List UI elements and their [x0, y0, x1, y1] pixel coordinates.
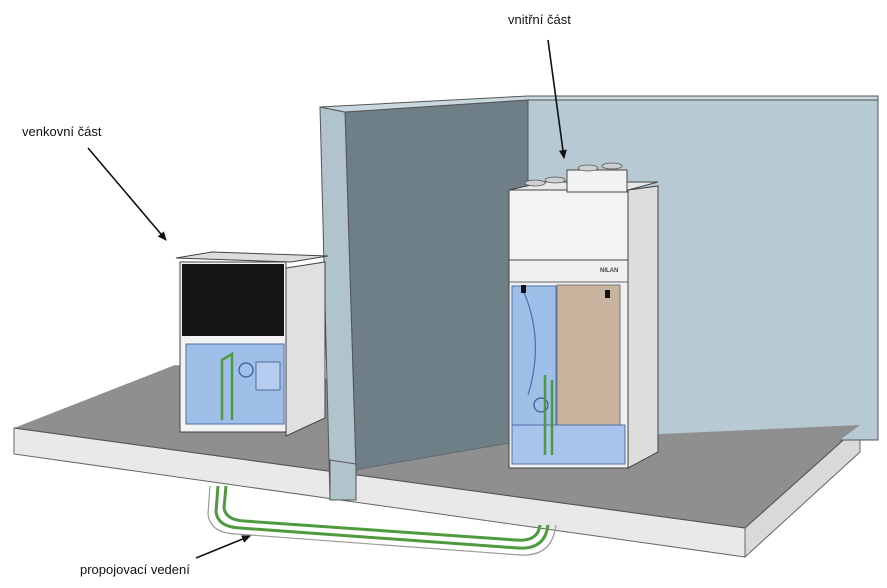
wall-top — [319, 95, 879, 113]
indoor-unit-top-box — [566, 169, 628, 193]
inner-left-wall — [344, 99, 529, 471]
outdoor-unit-grille — [182, 264, 284, 336]
duct-port-icon — [577, 164, 599, 172]
arrow-pipes — [195, 535, 251, 559]
label-pipes: propojovací vedení — [80, 562, 190, 577]
duct-port-icon — [601, 162, 623, 170]
indoor-pipe — [543, 375, 554, 455]
callout-pipes: propojovací vedení — [80, 535, 251, 577]
indoor-unit-upper — [508, 189, 629, 261]
fan-icon — [533, 397, 549, 413]
outdoor-pipe — [220, 351, 234, 420]
label-indoor: vnitřní část — [508, 12, 571, 27]
callout-indoor: vnitřní část — [508, 12, 571, 159]
brand-label: NILAN — [600, 268, 618, 274]
arrow-indoor — [547, 39, 567, 159]
callout-outdoor: venkovní část — [22, 124, 167, 241]
duct-port-icon — [544, 176, 566, 184]
wall-under-floor — [329, 459, 357, 501]
indoor-unit: NILAN — [508, 162, 659, 469]
arrow-outdoor — [87, 147, 167, 241]
heat-exchanger-panel — [556, 284, 621, 426]
fan-icon — [238, 362, 254, 378]
outdoor-unit — [175, 251, 329, 437]
outdoor-unit-top — [175, 251, 329, 263]
indoor-unit-side — [627, 185, 659, 469]
connecting-pipes — [207, 485, 557, 556]
outdoor-unit-side — [285, 261, 326, 437]
label-outdoor: venkovní část — [22, 124, 102, 139]
duct-port-icon — [524, 179, 546, 187]
